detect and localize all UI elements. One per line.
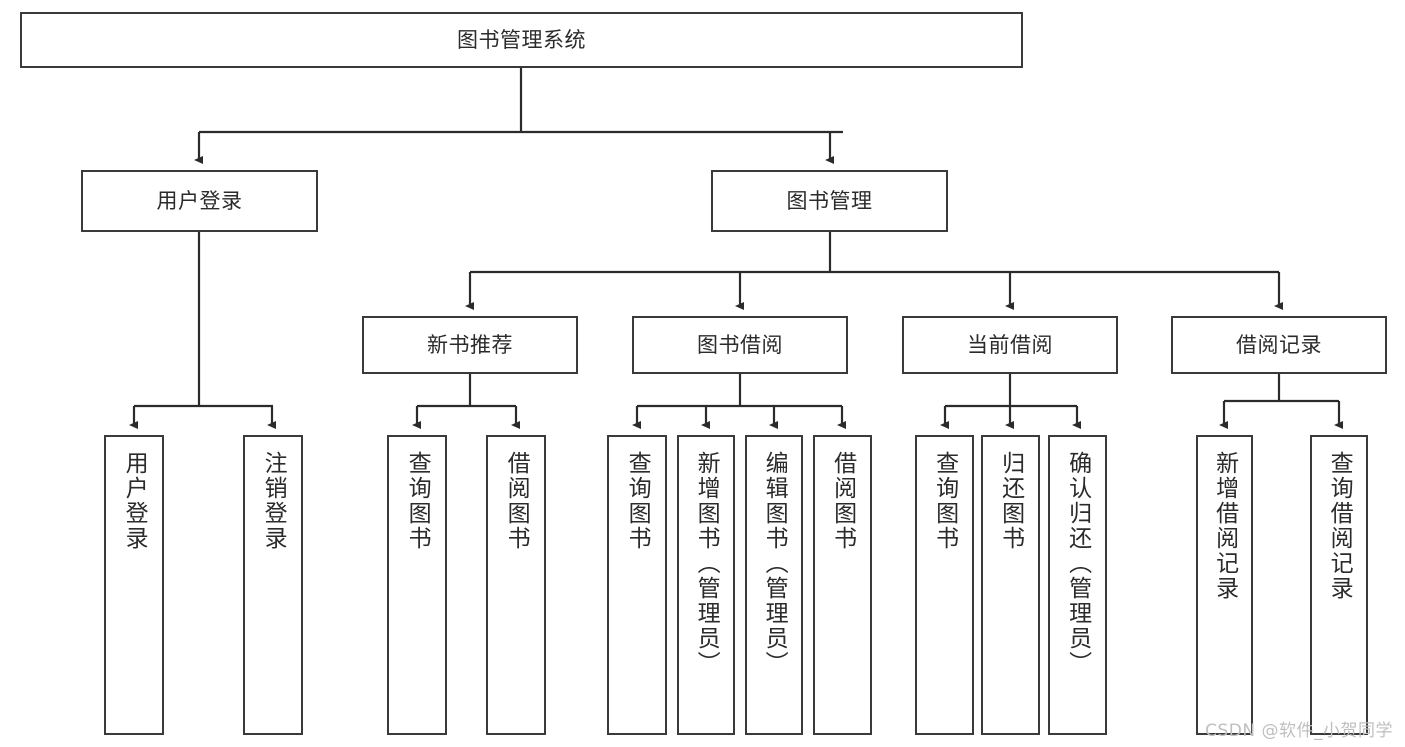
node-leaf-query-borrow-record[interactable]: 查询借阅记录 (1310, 435, 1368, 735)
node-leaf-return-book[interactable]: 归还图书 (981, 435, 1040, 735)
node-leaf-add-borrow-record[interactable]: 新增借阅记录 (1196, 435, 1253, 735)
node-leaf-logout-label: 注销登录 (260, 451, 287, 551)
node-new-book-recommend[interactable]: 新书推荐 (362, 316, 578, 374)
node-leaf-borrow-book-recommend-label: 借阅图书 (503, 451, 530, 551)
node-current-borrow-label: 当前借阅 (967, 332, 1053, 357)
node-leaf-edit-book-admin[interactable]: 编辑图书（管理员） (745, 435, 803, 735)
node-book-borrow[interactable]: 图书借阅 (632, 316, 848, 374)
node-book-management[interactable]: 图书管理 (711, 170, 948, 232)
node-leaf-add-book-admin[interactable]: 新增图书（管理员） (677, 435, 735, 735)
node-leaf-query-book-current[interactable]: 查询图书 (915, 435, 974, 735)
node-leaf-logout[interactable]: 注销登录 (243, 435, 303, 735)
node-leaf-query-book-current-label: 查询图书 (931, 451, 958, 551)
watermark: CSDN @软件_小贺同学 (1205, 721, 1393, 741)
node-borrow-record-label: 借阅记录 (1236, 332, 1322, 357)
node-book-management-label: 图书管理 (786, 188, 873, 213)
node-leaf-query-book-borrow-label: 查询图书 (624, 451, 651, 551)
node-leaf-user-login[interactable]: 用户登录 (104, 435, 164, 735)
node-leaf-add-borrow-record-label: 新增借阅记录 (1211, 451, 1238, 601)
node-user-login-label: 用户登录 (156, 188, 243, 213)
node-leaf-query-book-recommend-label: 查询图书 (404, 451, 431, 551)
node-root-label: 图书管理系统 (457, 27, 586, 52)
node-leaf-confirm-return-admin[interactable]: 确认归还（管理员） (1048, 435, 1107, 735)
node-leaf-query-book-recommend[interactable]: 查询图书 (387, 435, 447, 735)
node-leaf-confirm-return-admin-label: 确认归还（管理员） (1064, 451, 1091, 676)
node-leaf-edit-book-admin-label: 编辑图书（管理员） (761, 451, 788, 676)
node-leaf-borrow-book-recommend[interactable]: 借阅图书 (486, 435, 546, 735)
node-leaf-return-book-label: 归还图书 (997, 451, 1024, 551)
node-user-login[interactable]: 用户登录 (81, 170, 318, 232)
node-leaf-query-book-borrow[interactable]: 查询图书 (607, 435, 667, 735)
node-leaf-borrow-book-label: 借阅图书 (829, 451, 856, 551)
node-leaf-borrow-book[interactable]: 借阅图书 (813, 435, 872, 735)
node-leaf-user-login-label: 用户登录 (121, 451, 148, 551)
node-current-borrow[interactable]: 当前借阅 (902, 316, 1118, 374)
node-new-book-recommend-label: 新书推荐 (427, 332, 513, 357)
node-leaf-add-book-admin-label: 新增图书（管理员） (693, 451, 720, 676)
node-book-borrow-label: 图书借阅 (697, 332, 783, 357)
node-leaf-query-borrow-record-label: 查询借阅记录 (1326, 451, 1353, 601)
node-borrow-record[interactable]: 借阅记录 (1171, 316, 1387, 374)
node-root[interactable]: 图书管理系统 (20, 12, 1023, 68)
